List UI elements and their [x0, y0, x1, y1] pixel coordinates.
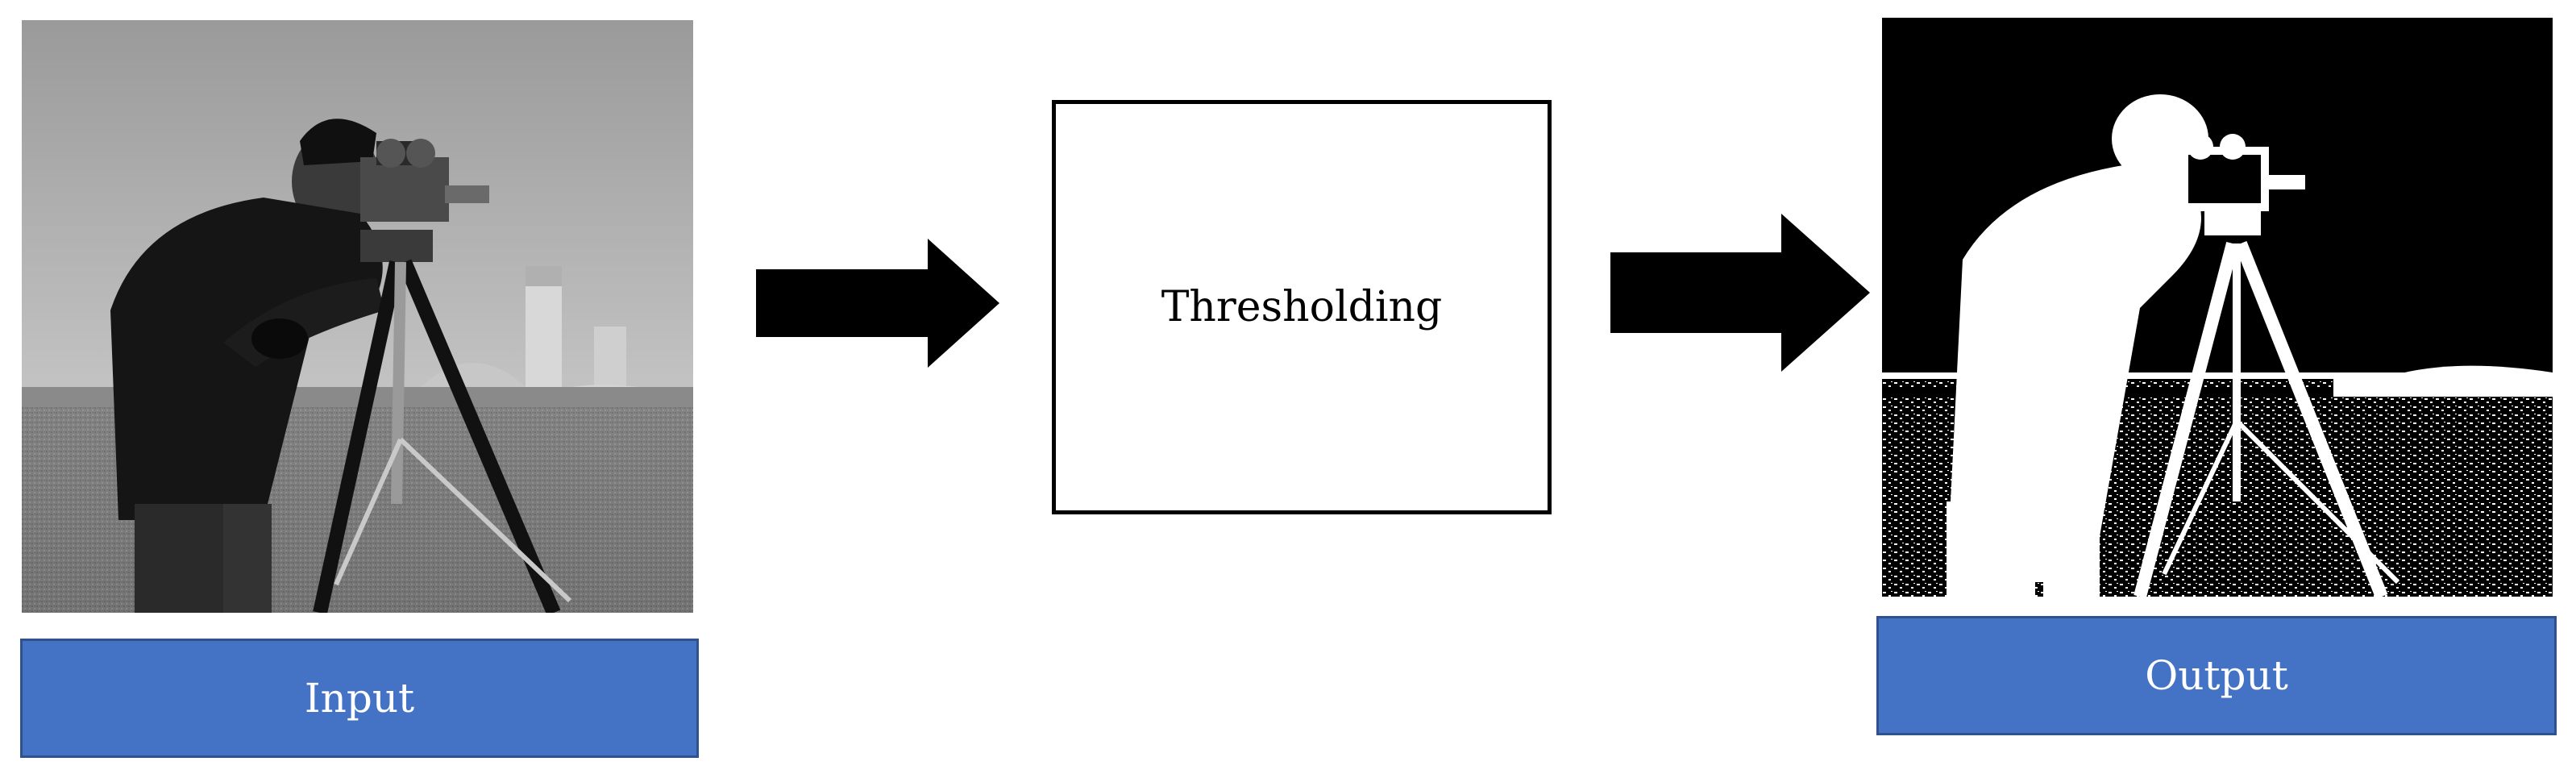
- right-arrow-icon: [756, 239, 999, 368]
- input-label: Input: [20, 639, 699, 758]
- right-arrow-icon: [1610, 214, 1870, 372]
- input-image: [22, 20, 693, 613]
- output-image: [1882, 18, 2553, 597]
- output-label: Output: [1876, 616, 2557, 735]
- thresholding-process-box: Thresholding: [1052, 100, 1552, 514]
- process-label: Thresholding: [1161, 283, 1443, 331]
